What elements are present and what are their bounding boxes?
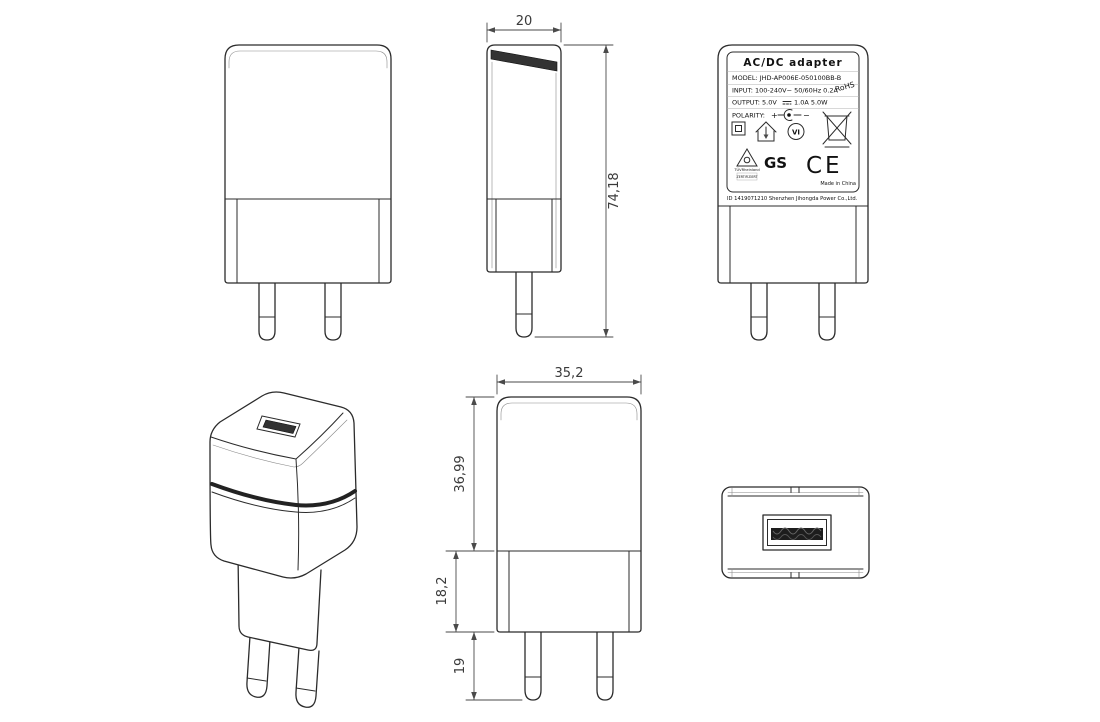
dim-value: 18,2 (435, 577, 450, 606)
bin-body (826, 115, 848, 141)
side-body-outline (486, 44, 562, 273)
usb-slot-side-band (490, 49, 558, 72)
dim-arrow (603, 329, 609, 337)
dimension-width-20: 20 (486, 14, 562, 43)
top-bevel-line (500, 402, 638, 421)
dimension-pin-length: 19 (453, 631, 523, 701)
house-arrowhead (763, 134, 769, 139)
dimension-lower-height: 18,2 (435, 550, 495, 633)
adapter-body-outline (224, 44, 392, 284)
polarity-jack-icon (777, 109, 802, 121)
front-view (224, 44, 392, 341)
seam-lower-line (211, 491, 356, 513)
polarity-minus: − (803, 111, 810, 120)
dim-value: 19 (453, 658, 468, 675)
made-in-text: Made in China (820, 181, 856, 187)
dim-arrow (487, 27, 495, 33)
vi-text: VI (792, 129, 800, 137)
usb-tongue-contacts (772, 527, 822, 535)
adapter-body-outline (496, 396, 642, 633)
dim-value: 74,18 (607, 172, 622, 209)
label-polarity: POLARITY: (732, 112, 765, 120)
tuv-gs-mark: TÜVRheinland ZERTIFIZIERT GS (733, 148, 787, 181)
indoor-use-icon (755, 121, 777, 142)
usb-tongue (771, 528, 823, 540)
top-face-side-edge (295, 412, 344, 460)
label-model: MODEL: JHD-AP006E-050100BB-B (732, 74, 841, 82)
usb-port-opening (262, 419, 297, 434)
class2-icon (731, 121, 746, 136)
dim-arrow (453, 551, 459, 559)
tuv-cert-text: ZERTIFIZIERT (737, 175, 758, 179)
dimension-upper-height: 36,99 (445, 396, 495, 552)
bottom-view (721, 486, 870, 579)
perspective-view (209, 391, 358, 708)
top-face-front-edge (210, 436, 297, 460)
pin-sleeve-line (246, 677, 267, 682)
dim-arrow (633, 379, 641, 385)
usb-tongue-contacts (772, 534, 822, 540)
label-border (726, 51, 860, 193)
side-view: 20 74,18 (486, 14, 622, 338)
usb-port-inner (767, 519, 827, 546)
front-side-corner-edge (295, 458, 300, 571)
top-bevel-line (228, 50, 388, 69)
seam-band (210, 482, 357, 508)
tuv-cert-box (736, 172, 758, 181)
dim-value: 35,2 (555, 366, 584, 381)
dim-value: 36,99 (453, 455, 468, 492)
weee-bin-icon (822, 111, 852, 148)
dimension-body-width: 35,2 (496, 366, 642, 395)
manufacturer-id-line: ID 1419071210 Shenzhen Jihongda Power Co… (727, 196, 858, 202)
front-dimension-view: 35,2 36,99 18,2 19 (435, 366, 642, 701)
label-output: OUTPUT: 5.0V (732, 99, 777, 107)
bin-cross-2 (822, 111, 852, 145)
dim-arrow (497, 379, 505, 385)
upper-body-outline (209, 391, 358, 579)
vi-circle (787, 123, 805, 140)
house-walls (757, 130, 775, 142)
tuv-triangle (736, 148, 758, 167)
pin-right (324, 282, 342, 341)
pin-left (258, 282, 276, 341)
dim-arrow (471, 632, 477, 640)
pin-left (524, 631, 542, 701)
pin-sleeve-line (295, 687, 316, 692)
pin (515, 271, 533, 338)
class2-outer-square (731, 121, 746, 136)
dim-arrow (453, 624, 459, 632)
dim-arrow (471, 692, 477, 700)
polarity-center-dot (787, 113, 791, 117)
top-bevel-line (212, 419, 348, 468)
dim-value: 20 (516, 14, 533, 29)
label-output-cont: 1.0A 5.0W (794, 99, 828, 107)
dim-arrow (553, 27, 561, 33)
polarity-arc (783, 109, 793, 121)
polarity-plus: + (771, 111, 778, 120)
dimension-total-height: 74,18 (534, 44, 622, 338)
ce-mark: CE (806, 153, 843, 179)
lower-body-section (237, 553, 322, 651)
tuv-keyhole (743, 156, 751, 164)
gs-mark: GS (764, 154, 787, 172)
adapter-body-outline (717, 44, 869, 284)
house-roof (755, 121, 777, 133)
dim-arrow (471, 397, 477, 405)
tuv-name: TÜVRheinland (733, 167, 759, 172)
label-title: AC/DC adapter (743, 57, 842, 69)
rating-label: AC/DC adapter MODEL: JHD-AP006E-050100BB… (726, 51, 860, 193)
pin-right (596, 631, 614, 701)
pin-right (818, 282, 836, 341)
pin-left (246, 635, 271, 698)
back-view: AC/DC adapter MODEL: JHD-AP006E-050100BB… (717, 44, 869, 341)
dim-arrow (471, 543, 477, 551)
usb-port-bezel (256, 415, 301, 438)
efficiency-vi-icon: VI (787, 123, 805, 140)
class2-inner-square (735, 125, 742, 132)
label-input: INPUT: 100-240V~ 50/60Hz 0.2A (732, 87, 839, 95)
pin-right (295, 646, 320, 708)
dim-arrow (603, 45, 609, 53)
pin-left (750, 282, 768, 341)
